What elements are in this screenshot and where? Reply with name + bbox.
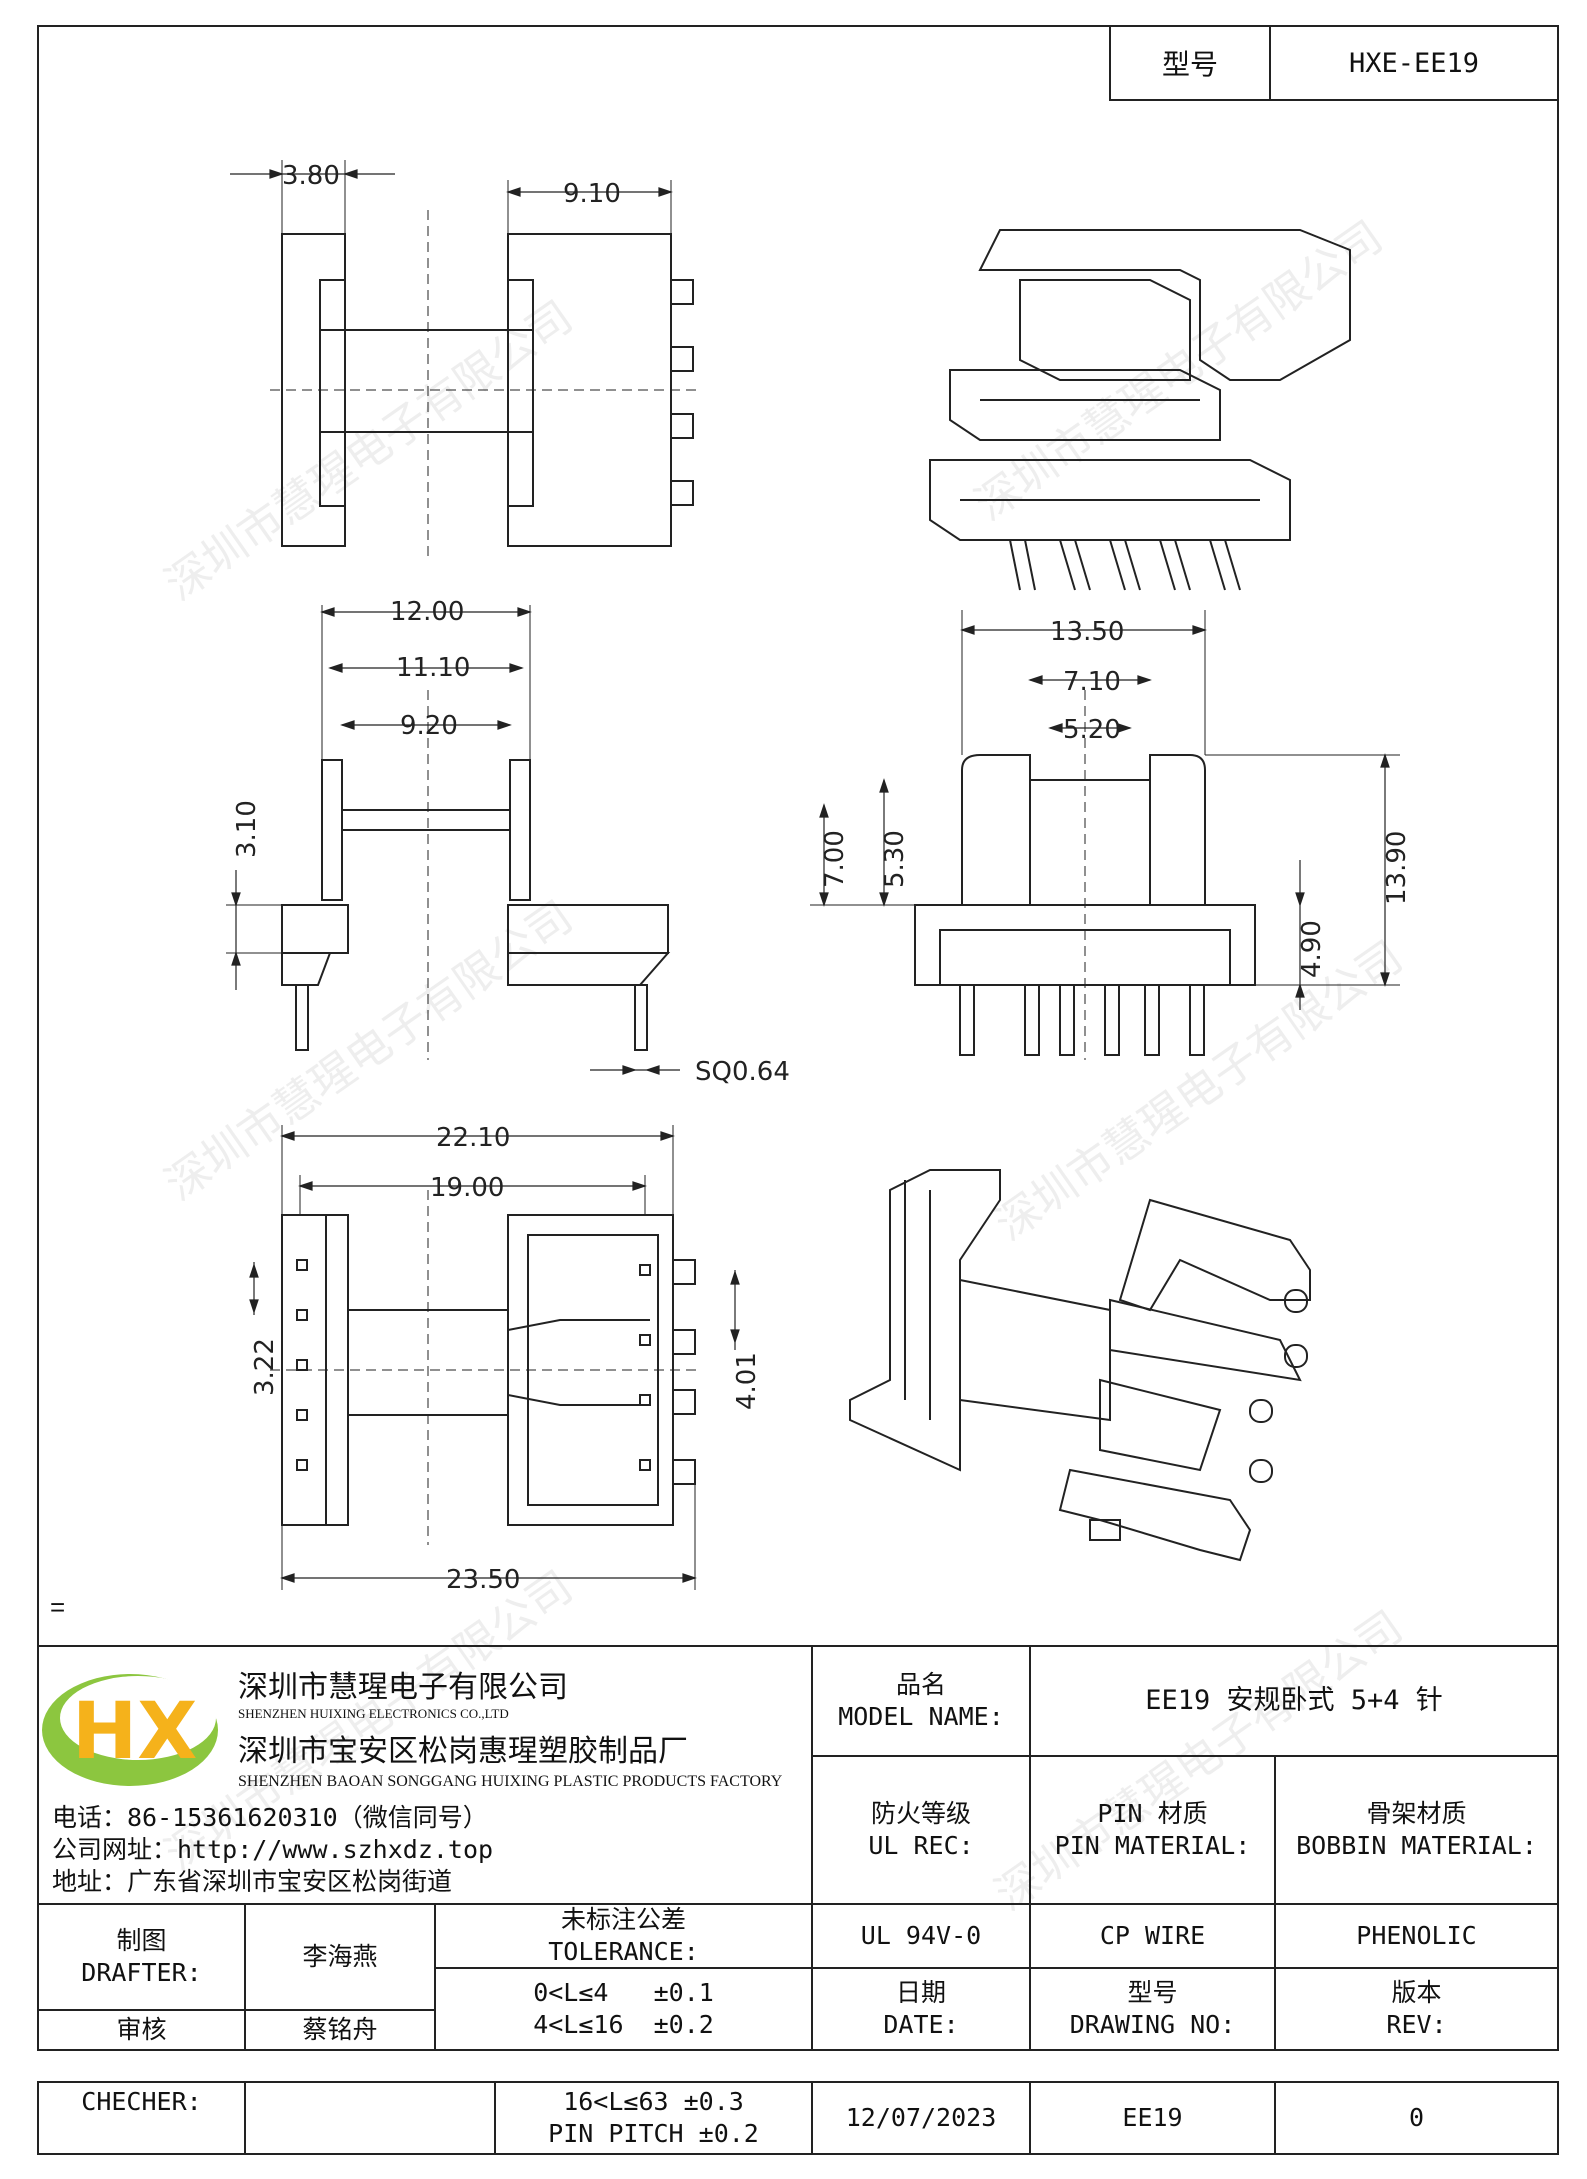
dim-label: 3.10 (232, 800, 262, 858)
dim-label: 9.10 (563, 179, 621, 209)
label-cn: 版本 (1391, 1978, 1442, 2007)
drawing-no-value: EE19 (1122, 2103, 1183, 2132)
label-cn: 未标注公差 (560, 1905, 686, 1934)
drawing-no-label: 型号 DRAWING NO: (1030, 1968, 1275, 2050)
dim-label: 4.01 (732, 1352, 762, 1410)
label-en: DRAWING NO: (1069, 2010, 1236, 2039)
label-en: UL REC: (868, 1831, 974, 1860)
checker-label-cn: 审核 (116, 2015, 167, 2044)
model-box (1109, 25, 1559, 101)
dim-label: 19.00 (430, 1173, 504, 1203)
label-cn: 骨架材质 (1366, 1799, 1467, 1828)
dim-label: 23.50 (446, 1565, 520, 1595)
label-cn: 制图 (116, 1926, 167, 1955)
checker-name: 蔡铭舟 (302, 2015, 378, 2044)
tolerance-row: PIN PITCH ±0.2 (548, 2119, 759, 2148)
label-en: DRAFTER: (81, 1958, 202, 1987)
pin-material-label: PIN 材质 PIN MATERIAL: (1030, 1756, 1275, 1904)
dim-label: 3.22 (250, 1338, 280, 1396)
bobbin-material-label: 骨架材质 BOBBIN MATERIAL: (1275, 1756, 1558, 1904)
label-cn: 防火等级 (870, 1799, 971, 1828)
company-phone: 电话：86-15361620310（微信同号） (52, 1803, 488, 1832)
label-cn: 型号 (1127, 1978, 1178, 2007)
label-en: TOLERANCE: (548, 1937, 699, 1966)
label-en: PIN MATERIAL: (1054, 1831, 1251, 1860)
label-cn: PIN 材质 (1097, 1799, 1208, 1828)
model-name-value: EE19 安规卧式 5+4 针 (1145, 1685, 1443, 1716)
isometric-view-2 (849, 1169, 1311, 1562)
company-logo: HX (42, 1674, 218, 1786)
company-website: 公司网址：http://www.szhxdz.top (52, 1835, 494, 1864)
lower-strip (37, 2081, 1559, 2155)
side-view (226, 605, 671, 1060)
dim-label: 5.20 (1063, 715, 1121, 745)
tolerance-label: 未标注公差 TOLERANCE: (435, 1904, 812, 1968)
ul-rec-label: 防火等级 UL REC: (812, 1756, 1030, 1904)
isometric-view-1 (929, 229, 1351, 591)
label-en: REV: (1386, 2010, 1447, 2039)
title-block-lines (38, 1645, 1558, 2050)
model-label: 型号 (1161, 49, 1218, 80)
top-view (270, 160, 700, 560)
dim-label: 13.50 (1050, 617, 1124, 647)
model-value: HXE-EE19 (1348, 47, 1480, 79)
model-name-label: 品名 MODEL NAME: (812, 1646, 1030, 1756)
rev-label: 版本 REV: (1275, 1968, 1558, 2050)
tolerance-rows: 0<L≤4 ±0.1 4<L≤16 ±0.2 (435, 1968, 812, 2050)
label-en: MODEL NAME: (838, 1702, 1004, 1731)
dimension-lines (230, 169, 1390, 1583)
sheet-border (37, 25, 1559, 2051)
tolerance-row: 4<L≤16 ±0.2 (533, 2010, 714, 2039)
pin-value: CP WIRE (1099, 1921, 1206, 1950)
dim-label: 4.90 (1297, 920, 1327, 978)
label-en: BOBBIN MATERIAL: (1296, 1831, 1537, 1860)
dim-label: 12.00 (390, 597, 464, 627)
company-name-cn: 深圳市慧瑆电子有限公司 (238, 1671, 568, 1704)
label-cn: 日期 (895, 1978, 946, 2007)
drafter-label: 制图 DRAFTER: (38, 1904, 245, 2010)
dim-label: SQ0.64 (695, 1057, 790, 1087)
drafter-name: 李海燕 (302, 1942, 378, 1971)
label-cn: 品名 (895, 1670, 946, 1699)
tolerance-row: 16<L≤63 ±0.3 (563, 2087, 744, 2116)
factory-name-cn: 深圳市宝安区松岗惠瑆塑胶制品厂 (238, 1735, 688, 1768)
dim-label: 5.30 (880, 830, 910, 888)
bottom-view (270, 1125, 700, 1590)
rev-value: 0 (1408, 2103, 1425, 2132)
company-address: 地址：广东省深圳市宝安区松岗街道 (52, 1867, 453, 1896)
front-view (810, 610, 1400, 1060)
tolerance-rows-2: 16<L≤63 ±0.3 PIN PITCH ±0.2 (495, 2082, 812, 2154)
date-label: 日期 DATE: (812, 1968, 1030, 2050)
checker-label-en: CHECHER: (81, 2087, 202, 2116)
date-value: 12/07/2023 (845, 2103, 997, 2132)
dim-label: 9.20 (400, 711, 458, 741)
stray-mark: = (50, 1592, 66, 1622)
dim-label: 11.10 (396, 653, 470, 683)
company-name-en: SHENZHEN HUIXING ELECTRONICS CO.,LTD (238, 1706, 509, 1721)
logo-text: HX (72, 1687, 197, 1777)
bobbin-value: PHENOLIC (1356, 1921, 1477, 1950)
dim-label: 13.90 (1382, 831, 1412, 905)
dim-label: 7.10 (1063, 667, 1121, 697)
tolerance-row: 0<L≤4 ±0.1 (533, 1978, 714, 2007)
dim-label: 22.10 (436, 1123, 510, 1153)
dim-label: 7.00 (820, 830, 850, 888)
ul-value: UL 94V-0 (860, 1921, 982, 1950)
label-en: DATE: (883, 2010, 959, 2039)
factory-name-en: SHENZHEN BAOAN SONGGANG HUIXING PLASTIC … (238, 1773, 783, 1790)
dim-label: 3.80 (282, 161, 340, 191)
